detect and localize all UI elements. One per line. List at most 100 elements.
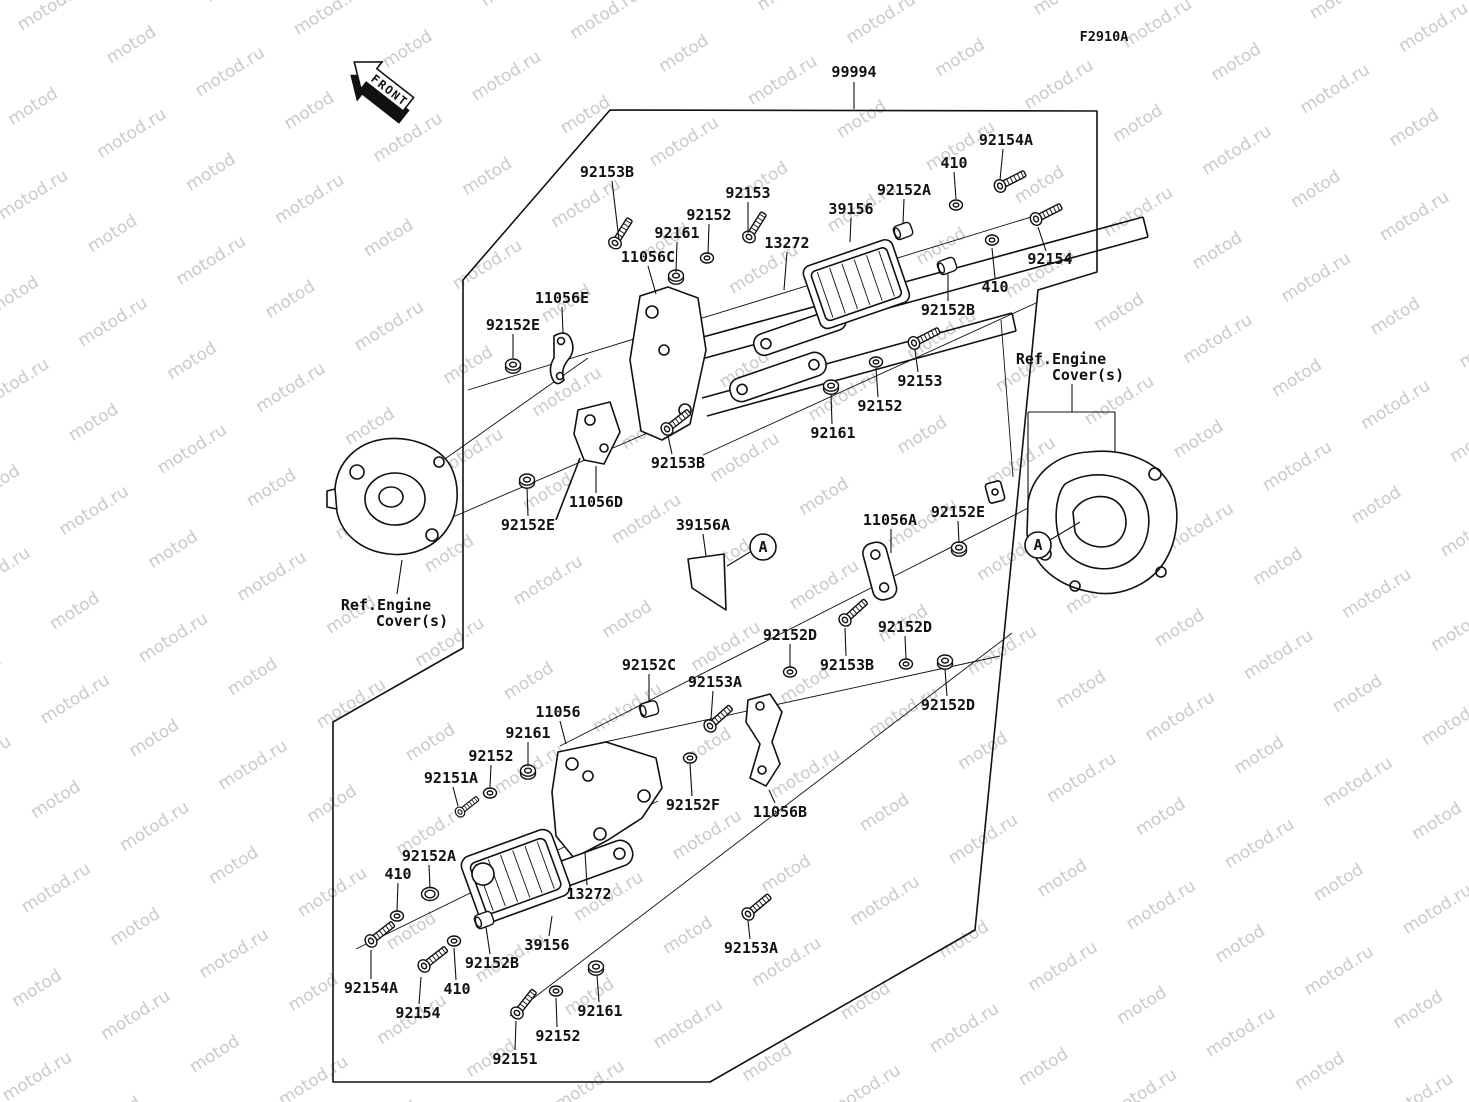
leader-line [559, 720, 567, 745]
leader-line [647, 265, 657, 295]
leader-line [584, 851, 588, 886]
part-number-label: 92161 [654, 224, 699, 242]
upper-assembly [549, 216, 1149, 441]
cover-mount-tab [984, 480, 1006, 504]
part-number-label: 92154 [1027, 250, 1072, 268]
part-number-label: 92153B [580, 163, 634, 181]
lower-assembly [460, 741, 663, 924]
part-number-label: 92153B [820, 656, 874, 674]
leader-line [452, 786, 459, 807]
leader-line [453, 947, 457, 981]
leader-line [689, 763, 693, 797]
detail-marker-letter: A [1033, 536, 1042, 554]
part-number-label: 92152E [486, 316, 540, 334]
diagram-frame [332, 109, 1098, 1083]
leader-line [849, 217, 852, 243]
part-number-label: 92152D [763, 626, 817, 644]
leader-line [953, 171, 957, 200]
ref-engine-cover-left-label: Ref.Engine Cover(s) [341, 559, 448, 630]
detail-marker-a-2: A [1024, 521, 1081, 559]
part-number-label: 92161 [577, 1002, 622, 1020]
leader-line [747, 920, 751, 940]
part-number-label: 39156 [828, 200, 873, 218]
part-number-label: 92152E [931, 503, 985, 521]
left-engine-cover [326, 437, 458, 556]
part-number-label: 410 [981, 278, 1008, 296]
part-number-label: 92152A [402, 847, 456, 865]
part-number-label: 99994 [831, 63, 876, 81]
leader-line [514, 1020, 517, 1051]
part-number-label: 92153 [897, 372, 942, 390]
part-number-label: 92161 [505, 724, 550, 742]
leader-line [396, 882, 399, 912]
ref-label-line1: Ref.Engine [1016, 350, 1106, 368]
leader-line [830, 393, 833, 425]
ref-label-line1: Ref.Engine [341, 596, 431, 614]
part-number-label: 92152A [877, 181, 931, 199]
part-number-label: 92154A [344, 979, 398, 997]
part-number-label: 11056A [863, 511, 917, 529]
part-number-label: 13272 [764, 234, 809, 252]
leader-line [548, 915, 553, 937]
leader-line [875, 367, 879, 398]
part-number-label: 92152D [921, 696, 975, 714]
part-number-label: 92152 [535, 1027, 580, 1045]
ref-label-line2: Cover(s) [1052, 366, 1124, 384]
part-number-label: 13272 [566, 885, 611, 903]
part-number-label: 39156A [676, 516, 730, 534]
middle-parts [555, 401, 898, 787]
leader-line [489, 764, 492, 788]
leader-line [768, 789, 776, 804]
detail-marker-a-1: A [726, 533, 777, 567]
leader-line [957, 520, 960, 544]
page-code: F2910A [1080, 29, 1129, 45]
damper-39156-upper [802, 238, 911, 330]
part-number-label: 410 [940, 154, 967, 172]
leader-line [485, 926, 491, 955]
part-number-label: 92152B [921, 301, 975, 319]
detail-marker-letter: A [758, 538, 767, 556]
leader-line [611, 180, 620, 241]
part-number-label: 92154A [979, 131, 1033, 149]
leader-line [428, 864, 431, 889]
leader-line [702, 533, 707, 557]
part-number-label: 410 [443, 980, 470, 998]
part-number-label: 39156 [524, 936, 569, 954]
part-number-label: 92153A [724, 939, 778, 957]
part-number-label: 11056B [753, 803, 807, 821]
part-number-label: 92151A [424, 769, 478, 787]
leader-line [783, 251, 788, 291]
leader-line [418, 976, 422, 1005]
part-number-label: 92152 [857, 397, 902, 415]
part-number-label: 92152B [465, 954, 519, 972]
part-number-label: 92153B [651, 454, 705, 472]
part-number-callouts: 9999492153B92153921529216111056C13272391… [344, 63, 1073, 1068]
part-number-label: 92152 [686, 206, 731, 224]
leader-line [555, 997, 558, 1028]
leader-line [914, 349, 919, 373]
leader-line [561, 306, 564, 335]
leader-line [675, 241, 678, 273]
leader-line [999, 148, 1004, 181]
leader-line [526, 487, 529, 517]
part-number-label: 92152C [622, 656, 676, 674]
part-number-label: 92153 [725, 184, 770, 202]
leader-line [710, 690, 714, 720]
part-number-label: 11056E [535, 289, 589, 307]
part-number-label: 11056C [621, 248, 675, 266]
part-number-label: 92151 [492, 1050, 537, 1068]
leader-line [1037, 226, 1047, 252]
part-number-label: 92161 [810, 424, 855, 442]
ref-engine-cover-right-label: Ref.Engine Cover(s) [1016, 350, 1124, 502]
flag-39156a [687, 553, 727, 611]
leader-line [902, 198, 905, 225]
part-number-label: 92152D [878, 618, 932, 636]
part-number-label: 92152 [468, 747, 513, 765]
right-engine-cover [1026, 450, 1178, 595]
part-number-label: 92153A [688, 673, 742, 691]
leader-line [904, 635, 907, 660]
part-number-label: 410 [384, 865, 411, 883]
